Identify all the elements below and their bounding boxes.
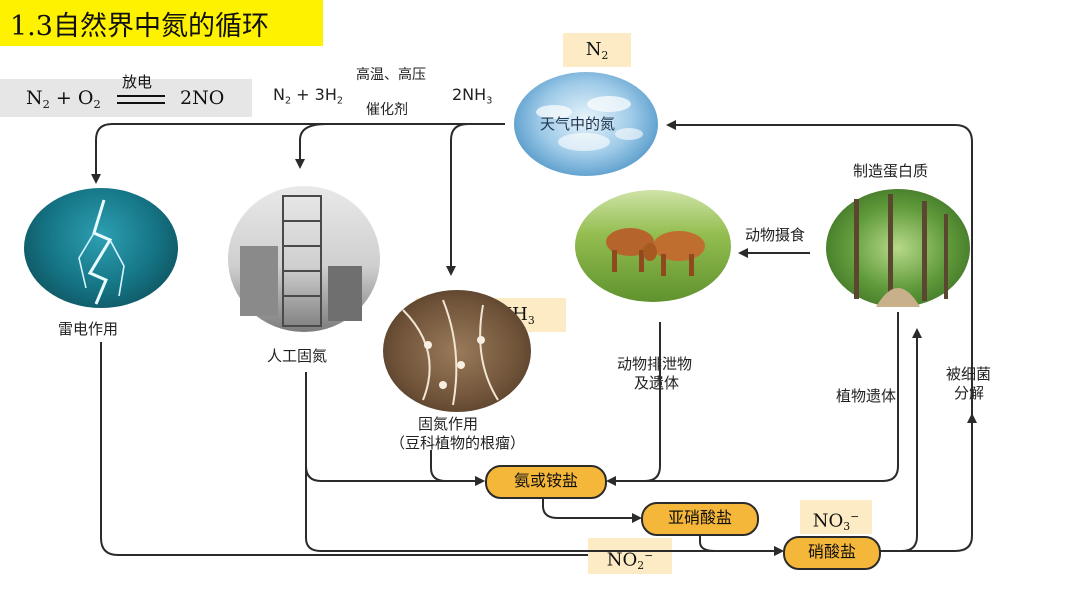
industrial-plant-photo [228,186,380,332]
nitrite-formula-tag: NO2− [588,538,672,574]
arrow-industrial-to-ammonium [305,372,485,486]
caption-industrial: 人工固氮 [267,347,328,365]
caption-biological-line1: 固氮作用 [418,415,479,433]
arrow-ammonium-to-nitrite [542,497,642,523]
arrow-to-industrial [295,123,327,169]
lightning-condition: 放电 [122,73,153,91]
caption-lightning: 雷电作用 [58,320,119,338]
factory-icon [240,195,362,327]
arrow-nitrite-to-nitrate [699,533,784,556]
title-banner [0,0,323,46]
haber-condition-top: 高温、高压 [356,67,426,83]
equals-line-top [117,95,165,97]
caption-plant-remains: 植物遗体 [836,387,897,405]
lightning-equation-lhs: N2 + O2 [26,87,101,111]
arrow-lightning-to-nitrate [100,342,588,556]
arrow-to-atmosphere [666,120,973,415]
atmosphere-n2-tag: N2 [563,33,631,67]
atmosphere-label: 天气中的氮 [540,115,616,133]
lightning-bolt-icon [78,199,125,305]
forest-photo [826,189,970,307]
lightning-equation-box [0,79,252,117]
caption-animal-waste-line1: 动物排泄物 [617,355,693,373]
node-ammonium: 氨或铵盐 [485,465,607,499]
root-nodule-photo [383,290,531,412]
cloud-icon [536,96,643,151]
arrow-to-fixation [446,123,505,276]
haber-equation-lhs: N2 + 3H2 [273,85,343,107]
atmosphere-nitrogen-photo [514,72,658,176]
cow-icon [606,228,705,276]
caption-bacteria-line1: 被细菌 [946,365,992,383]
arrow-industrial-to-nitrate [305,466,784,556]
arrow-plant-to-ammonium [608,312,899,482]
caption-protein: 制造蛋白质 [853,162,929,180]
haber-condition-bottom: 催化剂 [366,102,408,118]
arrow-fixation-to-ammonium [430,450,485,486]
haber-equation-rhs: 2NH3 [452,85,493,107]
caption-bacteria-line2: 分解 [954,384,985,402]
lightning-equation-product: 2NO [180,87,225,109]
lightning-photo [24,188,178,308]
caption-animal-waste-line2: 及遗体 [634,374,680,392]
nitrate-formula-tag: NO3− [800,500,872,534]
cattle-photo [575,190,731,302]
node-nitrate: 硝酸盐 [783,536,881,570]
caption-biological-line2: （豆科植物的根瘤） [390,434,526,452]
arrow-to-lightning [91,123,505,184]
page-title: 1.3自然界中氮的循环 [10,11,269,42]
caption-animal-eat: 动物摄食 [745,226,806,244]
tree-icon [854,194,948,307]
arrow-nitrate-to-bacteria [880,413,977,552]
node-nitrite: 亚硝酸盐 [641,502,759,536]
equals-line-bottom [117,102,165,104]
arrow-waste-to-ammonium [606,322,661,486]
root-icon [402,299,499,406]
